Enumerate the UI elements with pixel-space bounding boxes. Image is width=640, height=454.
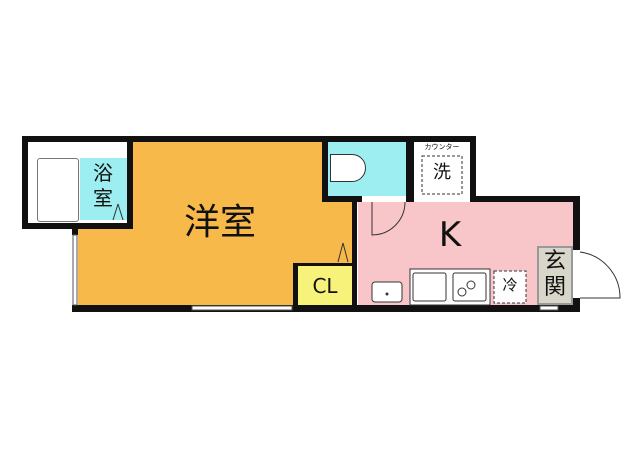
- closet: [298, 266, 352, 305]
- bathroom-label-2: 室: [93, 186, 113, 210]
- entrance: [537, 246, 573, 305]
- toilet-fixture: [330, 154, 366, 182]
- bath-washing-area: [80, 158, 127, 220]
- counter-label: カウンター: [424, 143, 460, 151]
- bathtub: [37, 158, 79, 222]
- entrance-label-1: 玄: [543, 249, 566, 274]
- kitchen-label: K: [438, 215, 462, 255]
- closet-label: CL: [312, 274, 338, 298]
- laundry-label: 洗: [433, 162, 451, 183]
- laundry-area: [414, 142, 470, 198]
- entrance-label-2: 関: [543, 275, 566, 300]
- fridge-label: 冷: [502, 276, 518, 294]
- bathroom-label-1: 浴: [93, 161, 113, 185]
- western-room-label: 洋室: [183, 202, 256, 243]
